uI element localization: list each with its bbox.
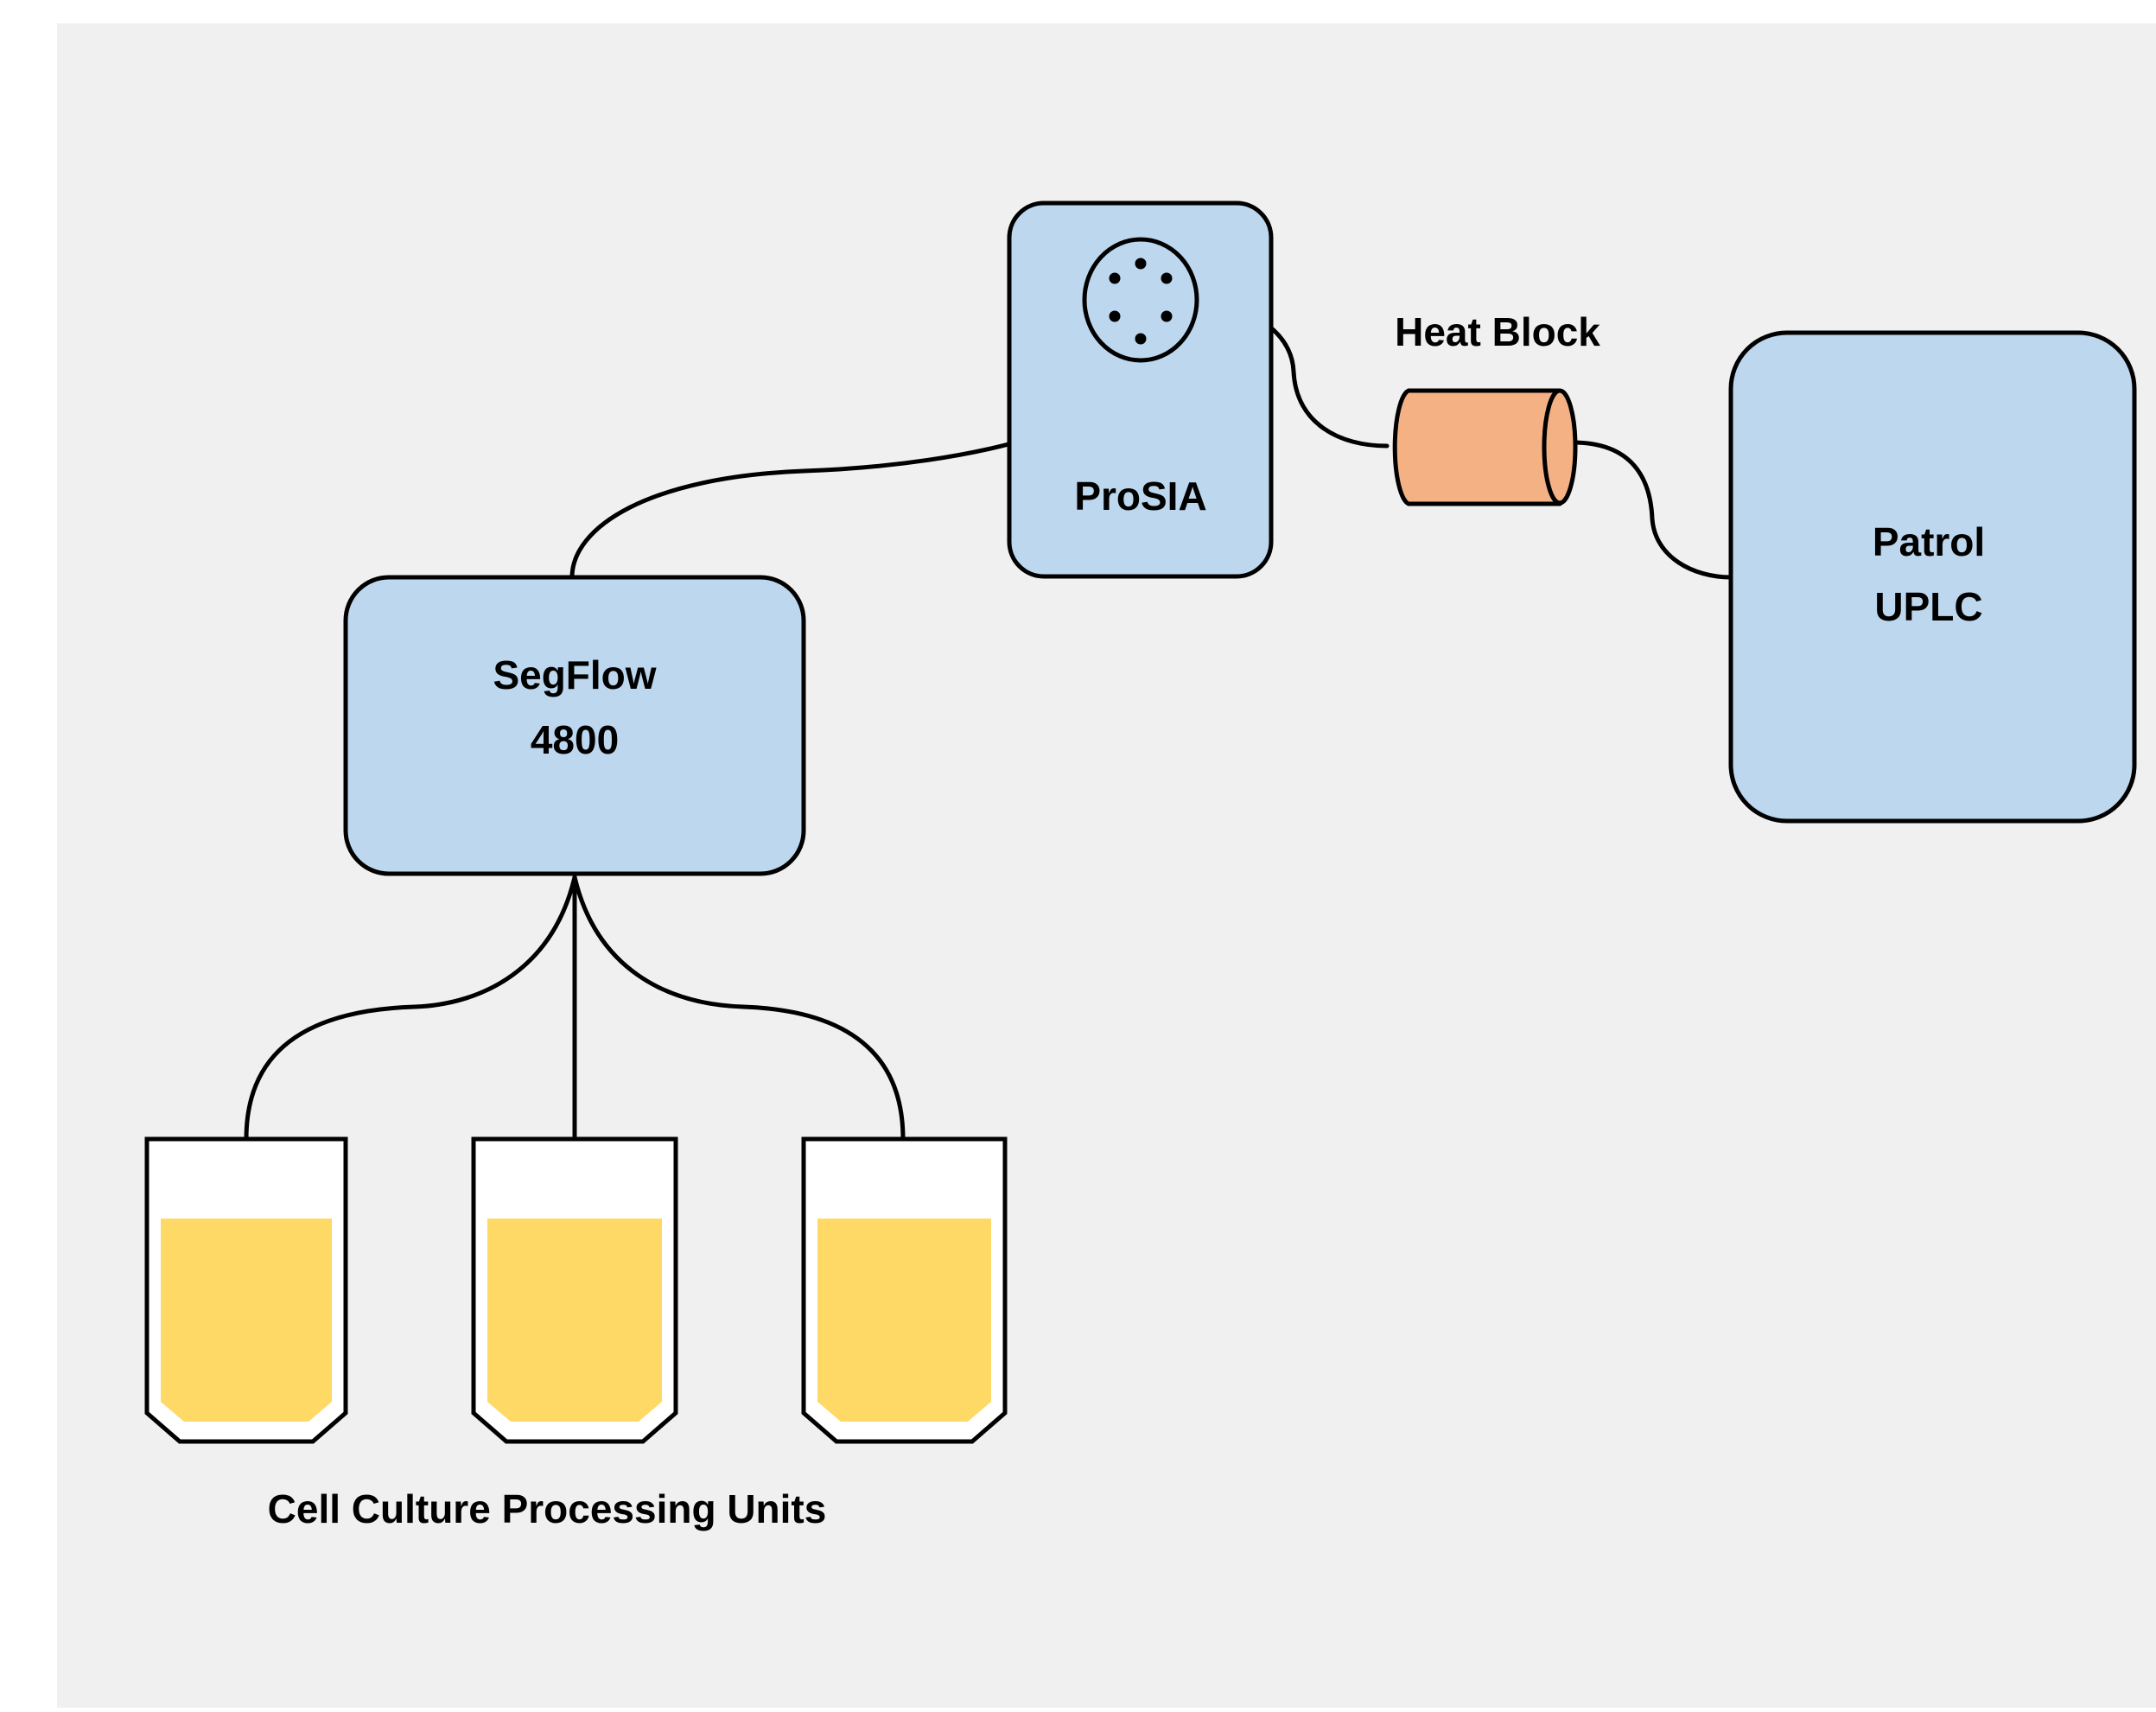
patrol-label-line2: UPLC [1874,584,1982,629]
culture-liquid [161,1219,332,1422]
segflow-4800-device: SegFlow 4800 [343,575,806,876]
segflow-label-line1: SegFlow [493,652,656,697]
cell-culture-label: Cell Culture Processing Units [268,1486,827,1531]
patrol-uplc-device: Patrol UPLC [1728,330,2137,824]
prosia-label: ProSIA [1074,474,1206,519]
cell-culture-unit-3 [801,1136,1008,1444]
cell-culture-unit-2 [471,1136,678,1444]
heat-block-label: Heat Block [1395,309,1600,354]
heat-block-device: Heat Block [1392,309,1600,506]
prosia-device: ProSIA [1007,200,1274,579]
tube-heatblock-to-patrol [1570,440,1733,580]
culture-liquid [817,1219,991,1422]
patrol-label-line1: Patrol [1873,519,1985,564]
tube-segflow-to-unit-3 [572,875,906,1142]
six-port-valve-icon [1082,237,1199,363]
culture-liquid [487,1219,662,1422]
segflow-label-line2: 4800 [531,717,619,762]
tube-segflow-to-unit-1 [244,875,577,1142]
cell-culture-unit-1 [144,1136,348,1444]
